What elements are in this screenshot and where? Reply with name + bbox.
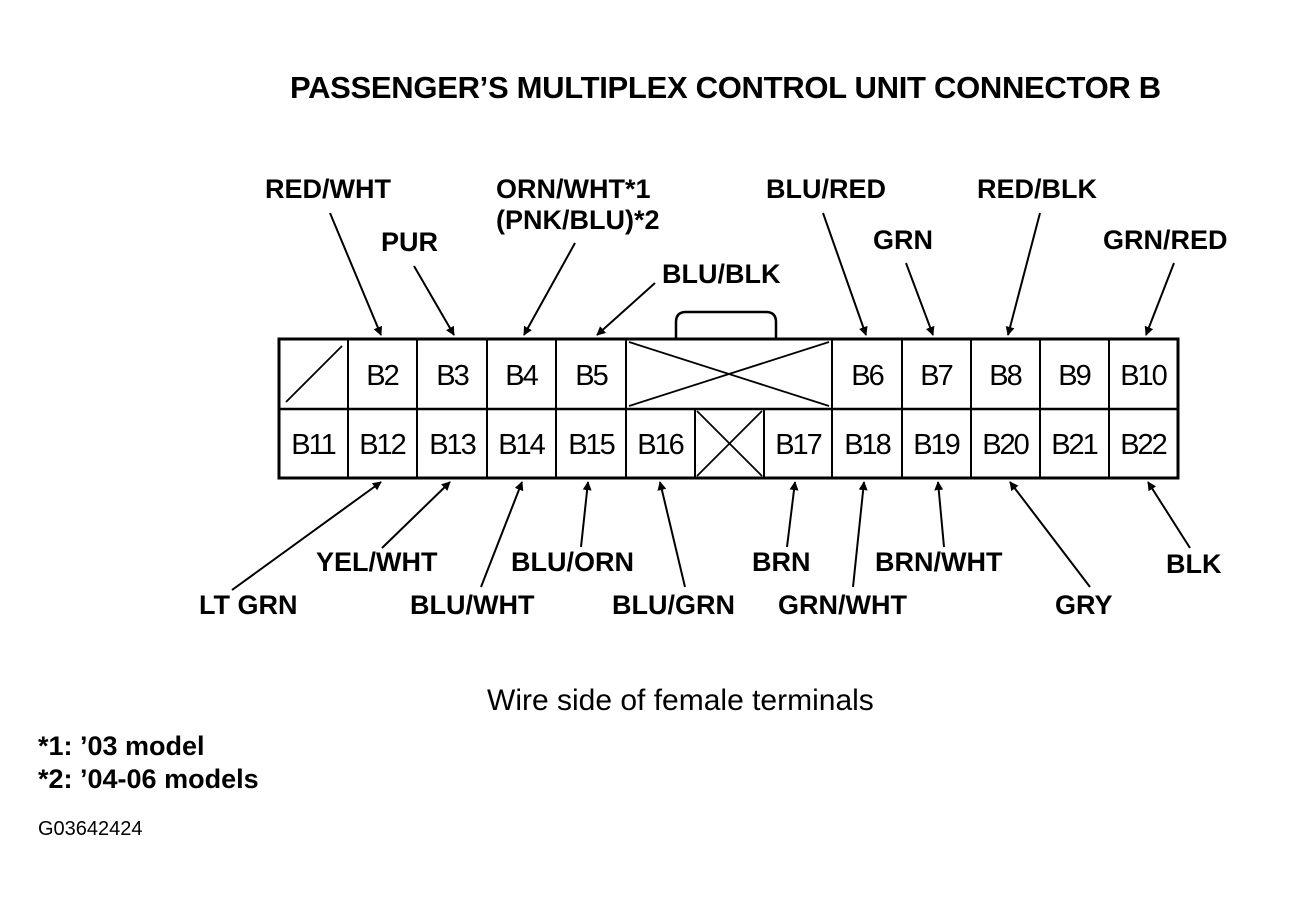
terminal-b16: B16 <box>637 429 683 461</box>
footnote-2: *2: ’04-06 models <box>38 764 259 794</box>
wire-label-b3: PUR <box>381 227 439 257</box>
wire-label-b16: BLU/GRN <box>612 590 735 620</box>
terminal-b9: B9 <box>1058 360 1090 392</box>
terminal-b13: B13 <box>429 429 475 461</box>
view-caption: Wire side of female terminals <box>487 684 874 717</box>
arrow-b2 <box>329 212 383 336</box>
terminal-labels-bottom: B11 B12 B13 B14 B15 B16 B17 B18 B19 B20 … <box>291 429 1168 461</box>
wire-label-b8: RED/BLK <box>977 174 1097 204</box>
arrow-b7 <box>905 262 935 336</box>
arrow-b14 <box>480 481 524 588</box>
arrow-b18 <box>852 481 868 588</box>
arrow-b6 <box>822 212 868 336</box>
connector-latch <box>674 310 778 339</box>
terminal-b10: B10 <box>1120 360 1166 392</box>
page-title: PASSENGER’S MULTIPLEX CONTROL UNIT CONNE… <box>290 70 1161 105</box>
top-leader-arrows <box>329 212 1175 336</box>
arrow-b15 <box>580 481 592 548</box>
arrow-b22 <box>1147 481 1191 549</box>
arrow-b13 <box>381 481 451 549</box>
wire-label-b13: YEL/WHT <box>316 547 438 577</box>
terminal-b3: B3 <box>436 360 468 392</box>
unused-cavity-b1 <box>285 345 343 403</box>
terminal-b14: B14 <box>498 429 545 461</box>
wire-label-b4-line2: (PNK/BLU)*2 <box>496 205 660 235</box>
terminal-b8: B8 <box>989 360 1021 392</box>
wire-label-b6: BLU/RED <box>766 174 886 204</box>
wire-label-b2: RED/WHT <box>265 174 391 204</box>
terminal-b17: B17 <box>775 429 821 461</box>
wire-label-b19: BRN/WHT <box>875 547 1003 577</box>
wire-label-b22: BLK <box>1166 549 1222 579</box>
terminal-b19: B19 <box>913 429 959 461</box>
wire-label-b17: BRN <box>752 547 811 577</box>
arrow-b10 <box>1144 262 1175 336</box>
wire-label-b10: GRN/RED <box>1103 225 1228 255</box>
terminal-b15: B15 <box>568 429 614 461</box>
terminal-b7: B7 <box>920 360 952 392</box>
terminal-b21: B21 <box>1051 429 1097 461</box>
wire-label-b5: BLU/BLK <box>662 259 781 289</box>
terminal-b6: B6 <box>851 360 883 392</box>
wire-label-b14: BLU/WHT <box>410 590 535 620</box>
arrow-b8 <box>1005 212 1041 336</box>
arrow-b17 <box>786 481 799 548</box>
terminal-b22: B22 <box>1120 429 1166 461</box>
arrow-b5 <box>596 282 656 336</box>
figure-code: G03642424 <box>38 818 143 840</box>
bottom-row-dividers <box>347 409 1110 478</box>
terminal-b11: B11 <box>291 429 335 461</box>
bottom-leader-arrows <box>231 481 1191 591</box>
arrow-b20 <box>1009 481 1091 588</box>
arrow-b12 <box>231 481 382 591</box>
wire-label-b20: GRY <box>1055 590 1113 620</box>
terminal-b2: B2 <box>366 360 398 392</box>
top-row-dividers <box>347 339 1110 409</box>
footnote-1: *1: ’03 model <box>38 731 205 761</box>
unused-cavity-blank-top <box>628 341 830 407</box>
terminal-labels-top: B2 B3 B4 B5 B6 B7 B8 B9 B10 <box>366 360 1168 392</box>
terminal-b18: B18 <box>844 429 890 461</box>
arrow-b4 <box>523 242 576 336</box>
terminal-b20: B20 <box>982 429 1028 461</box>
arrow-b16 <box>657 481 686 588</box>
wire-label-b4-line1: ORN/WHT*1 <box>496 174 651 204</box>
wire-label-b15: BLU/ORN <box>511 547 634 577</box>
terminal-b5: B5 <box>575 360 607 392</box>
terminal-b4: B4 <box>505 360 538 392</box>
arrow-b3 <box>413 265 455 336</box>
terminal-b12: B12 <box>359 429 405 461</box>
wire-label-b12: LT GRN <box>199 590 298 620</box>
wire-label-b18: GRN/WHT <box>778 590 907 620</box>
wire-label-b7: GRN <box>873 225 933 255</box>
arrow-b19 <box>934 481 945 548</box>
unused-cavity-blank-bottom <box>696 410 763 477</box>
